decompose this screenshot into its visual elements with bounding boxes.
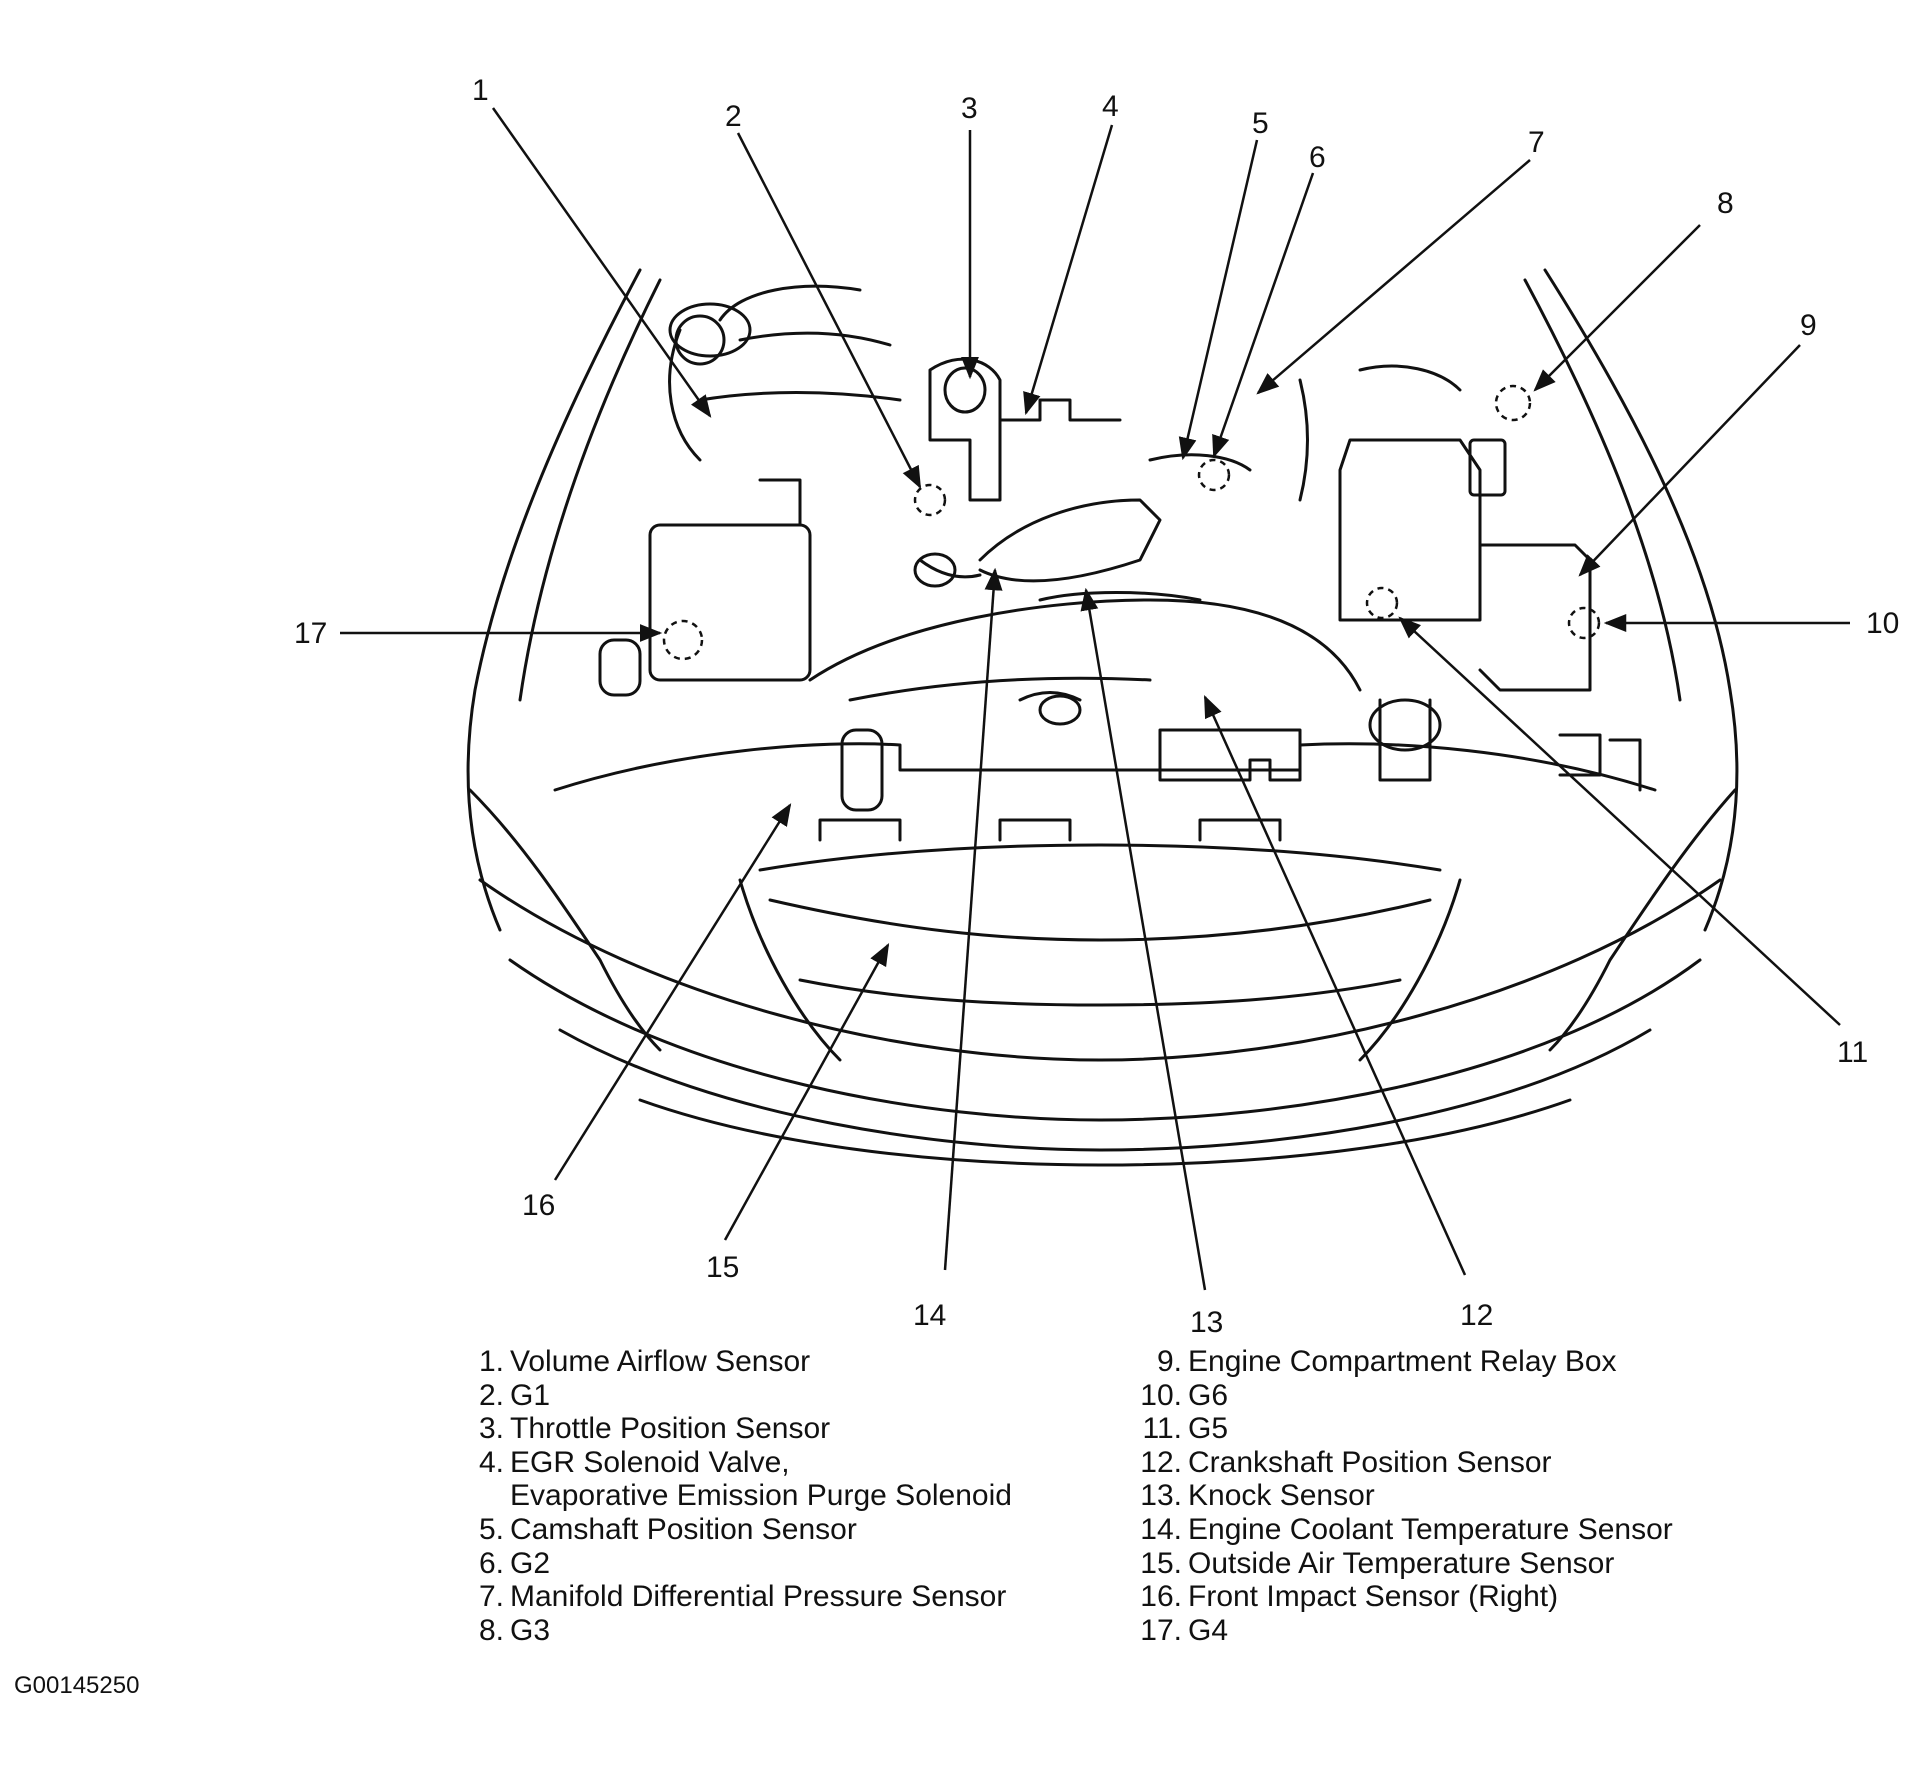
- leader-lines: [340, 107, 1850, 1291]
- legend-item-2: 2. G1: [462, 1379, 1102, 1413]
- legend-text: Manifold Differential Pressure Sensor: [510, 1580, 1007, 1614]
- engine-compartment-diagram: 1 2 3 4 5 6 7 8 9 10 11 12 13 14 15 16 1…: [294, 74, 1899, 1339]
- callout-12: 12: [1460, 1299, 1493, 1332]
- marker-g5: [1365, 586, 1399, 620]
- legend-number: 12.: [1140, 1445, 1182, 1479]
- legend-number: 9.: [1156, 1345, 1182, 1378]
- legend-item-17: 17. G4: [1128, 1614, 1828, 1648]
- legend-left-column: 1. Volume Airflow Sensor 2. G1 3. Thrott…: [462, 1345, 1102, 1647]
- callout-1: 1: [472, 74, 489, 107]
- left-engine-components: [598, 284, 902, 697]
- callout-16: 16: [522, 1189, 555, 1222]
- legend-number: 13.: [1140, 1479, 1182, 1513]
- legend-text: Engine Coolant Temperature Sensor: [1188, 1512, 1673, 1546]
- callout-numbers: 1 2 3 4 5 6 7 8 9 10 11 12 13 14 15 16 1…: [294, 74, 1899, 1339]
- front-grille: [553, 742, 1657, 1062]
- legend-text: G5: [1188, 1412, 1229, 1446]
- legend-text: Engine Compartment Relay Box: [1188, 1345, 1617, 1378]
- legend-text: G3: [510, 1613, 551, 1647]
- legend-number: 8.: [478, 1613, 504, 1647]
- callout-3: 3: [961, 92, 978, 125]
- legend-item-12: 12. Crankshaft Position Sensor: [1128, 1446, 1828, 1480]
- callout-13: 13: [1190, 1306, 1223, 1339]
- marker-g1: [913, 483, 947, 517]
- callout-14: 14: [913, 1299, 946, 1332]
- legend-text: Volume Airflow Sensor: [510, 1345, 811, 1378]
- legend-number: 6.: [478, 1546, 504, 1580]
- legend-item-4: 4. EGR Solenoid Valve,: [462, 1446, 1102, 1480]
- legend-text: G4: [1188, 1613, 1229, 1647]
- legend-text: G2: [510, 1546, 551, 1580]
- callout-9: 9: [1800, 309, 1817, 342]
- legend-text: Crankshaft Position Sensor: [1188, 1445, 1552, 1479]
- marker-g6: [1567, 606, 1601, 640]
- callout-5: 5: [1252, 107, 1269, 140]
- legend-item-13: 13. Knock Sensor: [1128, 1479, 1828, 1513]
- callout-6: 6: [1309, 141, 1326, 174]
- legend-item-5: 5. Camshaft Position Sensor: [462, 1513, 1102, 1547]
- legend-text: Throttle Position Sensor: [510, 1412, 831, 1446]
- callout-10: 10: [1866, 607, 1899, 640]
- legend-number: 2.: [478, 1378, 504, 1412]
- legend-number: 16.: [1140, 1580, 1182, 1614]
- legend-number: 11.: [1142, 1412, 1182, 1446]
- legend-number: 10.: [1140, 1378, 1182, 1412]
- callout-11: 11: [1837, 1036, 1868, 1069]
- legend-text: Camshaft Position Sensor: [510, 1512, 857, 1546]
- legend-item-4-continuation: Evaporative Emission Purge Solenoid: [510, 1479, 1012, 1513]
- legend-number: 5.: [478, 1512, 504, 1546]
- legend-number: 1.: [478, 1345, 504, 1378]
- legend-item-16: 16. Front Impact Sensor (Right): [1128, 1580, 1828, 1614]
- legend-item-9: 9. Engine Compartment Relay Box: [1128, 1345, 1828, 1379]
- marker-g2: [1197, 458, 1231, 492]
- legend-right-column: 9. Engine Compartment Relay Box 10. G6 1…: [1128, 1345, 1828, 1647]
- component-markers: [662, 384, 1601, 661]
- callout-17: 17: [294, 617, 327, 650]
- legend-number: 14.: [1140, 1512, 1182, 1546]
- legend-number: 4.: [478, 1445, 504, 1479]
- intake-manifold: [913, 357, 1252, 602]
- right-engine-components: [1298, 364, 1642, 792]
- legend-text: Outside Air Temperature Sensor: [1188, 1546, 1615, 1580]
- legend-number: 15.: [1140, 1546, 1182, 1580]
- legend-number: 7.: [478, 1580, 504, 1614]
- callout-2: 2: [725, 100, 742, 133]
- radiator-and-fan: [808, 598, 1362, 812]
- legend-number: 17.: [1140, 1613, 1182, 1647]
- legend-item-7: 7. Manifold Differential Pressure Sensor: [462, 1580, 1102, 1614]
- vehicle-body-outline: [466, 268, 1739, 1167]
- legend-text: G1: [510, 1378, 551, 1412]
- legend-text: G6: [1188, 1378, 1229, 1412]
- legend-item-14: 14. Engine Coolant Temperature Sensor: [1128, 1513, 1828, 1547]
- legend-text: EGR Solenoid Valve,: [510, 1445, 790, 1479]
- legend-item-15: 15. Outside Air Temperature Sensor: [1128, 1547, 1828, 1581]
- legend-item-1: 1. Volume Airflow Sensor: [462, 1345, 1102, 1379]
- legend-text: Front Impact Sensor (Right): [1188, 1580, 1559, 1614]
- callout-8: 8: [1717, 187, 1734, 220]
- legend-item-3: 3. Throttle Position Sensor: [462, 1412, 1102, 1446]
- legend-item-11: 11. G5: [1128, 1412, 1828, 1446]
- marker-g3: [1494, 384, 1532, 422]
- legend-item-10: 10. G6: [1128, 1379, 1828, 1413]
- callout-7: 7: [1528, 126, 1545, 159]
- callout-4: 4: [1102, 90, 1119, 123]
- legend-text: Knock Sensor: [1188, 1479, 1375, 1513]
- legend-item-6: 6. G2: [462, 1547, 1102, 1581]
- legend-item-8: 8. G3: [462, 1614, 1102, 1648]
- legend-number: 3.: [478, 1412, 504, 1446]
- marker-g4: [662, 619, 704, 661]
- callout-15: 15: [706, 1251, 739, 1284]
- figure-id: G00145250: [14, 1672, 140, 1699]
